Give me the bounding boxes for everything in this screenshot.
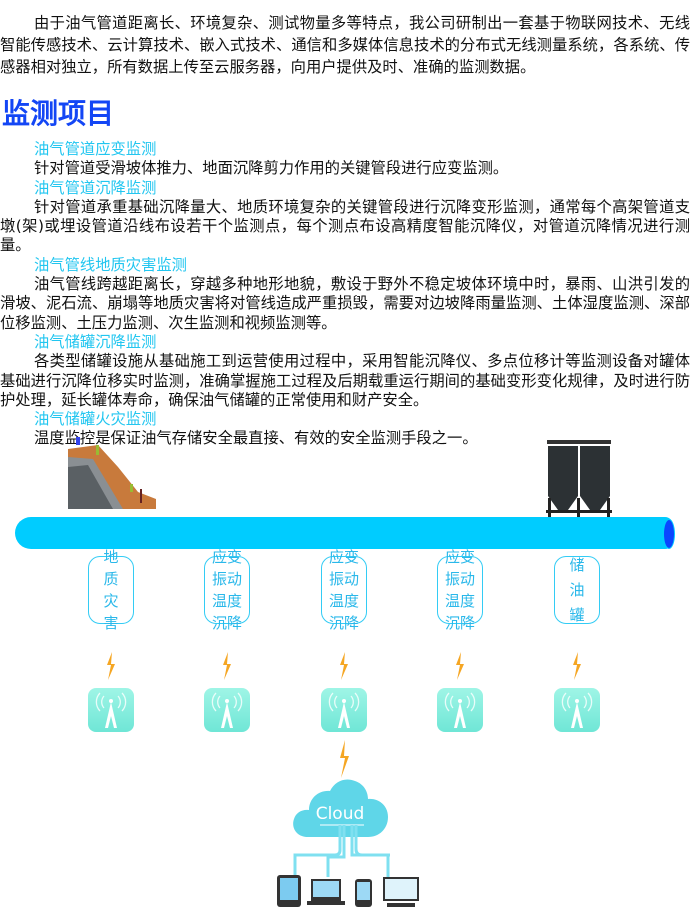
sensor-label: 应变 [328, 548, 359, 566]
wireless-tower-icon [554, 688, 600, 732]
item-title: 油气管道应变监测 [34, 140, 157, 158]
item-title: 油气储罐沉降监测 [34, 332, 157, 351]
item-text: 各类型储罐设施从基础施工到运营使用过程中，采用智能沉降仪、多点位移计等监测设备对… [0, 352, 690, 409]
sensor-box: 应变振动温度沉降 [204, 548, 250, 632]
devices [275, 873, 425, 911]
sensor-label: 油 [569, 580, 585, 599]
laptop-icon [311, 879, 341, 901]
slope-illustration [68, 437, 156, 509]
pipeline [15, 517, 675, 549]
item-text: 针对管道承重基础沉降量大、地质环境复杂的关键管段进行沉降变形监测，通常每个高架管… [0, 197, 690, 255]
monitoring-items: 油气管道应变监测 针对管道受滑坡体推力、地面沉降剪力作用的关键管段进行应变监测。… [0, 140, 690, 449]
sensor-label: 储 [569, 555, 585, 574]
lightning-icon [456, 652, 464, 680]
wireless-tower-icon [204, 688, 250, 732]
sensor-label: 应变 [444, 548, 475, 566]
sensor-label: 灾 [103, 592, 119, 610]
desktop-base [387, 903, 415, 907]
wireless-tower-icon [321, 688, 367, 732]
item-title: 油气管道沉降监测 [34, 178, 157, 197]
sensor-label: 温度 [328, 592, 359, 610]
sensor-label: 地 [103, 548, 119, 566]
cloud-icon: Cloud [293, 779, 388, 837]
sensor-box: 应变振动温度沉降 [321, 548, 367, 632]
sensor-label: 温度 [211, 592, 242, 610]
sensor-label: 沉降 [444, 614, 475, 632]
sensor-label: 振动 [444, 570, 475, 588]
sensor-box: 地质灾害 [88, 548, 134, 632]
lightning-icon [107, 652, 115, 680]
item-text: 针对管道受滑坡体推力、地面沉降剪力作用的关键管段进行应变监测。 [34, 159, 509, 178]
item-title: 油气储罐火灾监测 [34, 410, 157, 429]
item-text: 温度监控是保证油气存储安全最直接、有效的安全监测手段之一。 [34, 429, 478, 448]
sensor-label: 罐 [569, 605, 585, 624]
phone-icon [355, 879, 372, 907]
wireless-tower-icon [88, 688, 134, 732]
sensor-label: 振动 [211, 570, 242, 588]
lightning-icon [340, 652, 348, 680]
section-heading: 监测项目 [2, 97, 115, 130]
lightning-icon [573, 652, 581, 680]
sensor-label: 温度 [444, 592, 475, 610]
tablet-icon [277, 875, 301, 907]
sensor-label: 振动 [328, 570, 359, 588]
laptop-base [307, 901, 345, 905]
sensor-label: 质 [103, 570, 119, 588]
lightning-icon [340, 740, 349, 778]
sensor-label: 沉降 [328, 614, 359, 632]
desktop-icon [383, 877, 419, 901]
sensor-label: 应变 [211, 548, 242, 566]
wireless-tower-icon [437, 688, 483, 732]
pipe-end-cap [663, 519, 675, 549]
sensor-label: 害 [103, 614, 119, 632]
intro-paragraph: 由于油气管道距离长、环境复杂、测试物量多等特点，我公司研制出一套基于物联网技术、… [0, 14, 690, 76]
cloud-label: Cloud [316, 804, 365, 824]
item-text: 油气管线跨越距离长，穿越多种地形地貌，敷设于野外不稳定坡体环境中时，暴雨、山洪引… [0, 275, 690, 332]
lightning-icon [223, 652, 231, 680]
item-title: 油气管线地质灾害监测 [34, 255, 187, 274]
sensor-label: 沉降 [211, 614, 242, 632]
cloud-connections [293, 825, 390, 877]
sensor-box: 应变振动温度沉降 [437, 548, 483, 632]
sensor-box: 储油罐 [554, 556, 600, 624]
